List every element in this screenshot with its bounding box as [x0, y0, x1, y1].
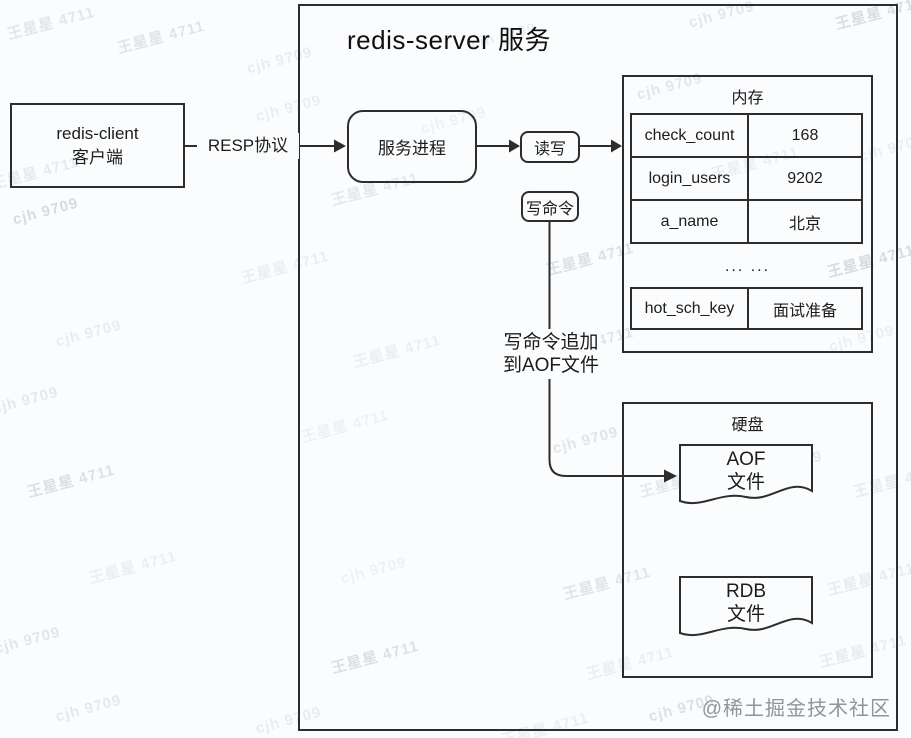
aof-file-line1: AOF	[726, 449, 766, 470]
rdb-file-label: RDB 文件	[680, 580, 812, 626]
aof-file-shape	[679, 444, 813, 505]
rdb-file-line1: RDB	[725, 581, 767, 602]
table-key-cell: hot_sch_key	[632, 289, 749, 328]
client-cn-label: 客户端	[72, 147, 123, 167]
memory-box: 内存	[622, 75, 873, 353]
server-process-box: 服务进程	[347, 110, 477, 183]
table-row: check_count 168	[632, 115, 861, 156]
disk-box: 硬盘	[622, 402, 873, 678]
arrowhead-icon	[664, 469, 677, 483]
table-row: a_name 北京	[632, 199, 861, 242]
rdb-file-shape	[679, 576, 813, 637]
read-write-box: 读写	[520, 131, 580, 163]
table-value-cell: 168	[791, 126, 819, 144]
rdb-file-line2: 文件	[726, 604, 765, 625]
arrowhead-icon	[611, 139, 622, 153]
server-title: redis-server 服务	[347, 25, 551, 55]
juejin-credit: @稀土掘金技术社区	[701, 698, 891, 720]
aof-file-label: AOF 文件	[680, 448, 812, 494]
write-command-box: 写命令	[521, 191, 579, 222]
memory-table: check_count 168 login_users 9202 a_name …	[630, 113, 863, 244]
write-append-note: 写命令追加 到AOF文件	[501, 329, 601, 379]
write-append-note-line1: 写命令追加	[503, 332, 599, 353]
server-process-label: 服务进程	[378, 139, 446, 158]
write-append-note-line2: 到AOF文件	[502, 355, 600, 376]
memory-title: 内存	[731, 90, 764, 107]
memory-ellipsis: ... ...	[724, 258, 771, 275]
resp-protocol-label: RESP协议	[197, 133, 299, 159]
table-key-cell: login_users	[632, 158, 749, 199]
redis-client-box: redis-client 客户端	[10, 103, 185, 188]
table-value-cell: 9202	[787, 169, 823, 187]
disk-title: 硬盘	[731, 417, 764, 434]
arrow-writecmd-to-aof	[548, 222, 664, 477]
arrowhead-icon	[334, 139, 346, 153]
arrowhead-icon	[509, 139, 520, 153]
aof-file-line2: 文件	[726, 472, 765, 493]
read-write-label: 读写	[533, 141, 566, 158]
table-key-cell: check_count	[632, 115, 749, 156]
table-value-cell: 面试准备	[772, 302, 837, 320]
table-key-cell: a_name	[632, 201, 749, 242]
write-command-label: 写命令	[525, 200, 574, 218]
table-value-cell: 北京	[788, 215, 821, 233]
redis-server-box: redis-server 服务	[298, 4, 898, 731]
hot-key-row: hot_sch_key 面试准备	[630, 287, 863, 330]
client-name-label: redis-client	[56, 123, 139, 143]
table-row: login_users 9202	[632, 156, 861, 199]
